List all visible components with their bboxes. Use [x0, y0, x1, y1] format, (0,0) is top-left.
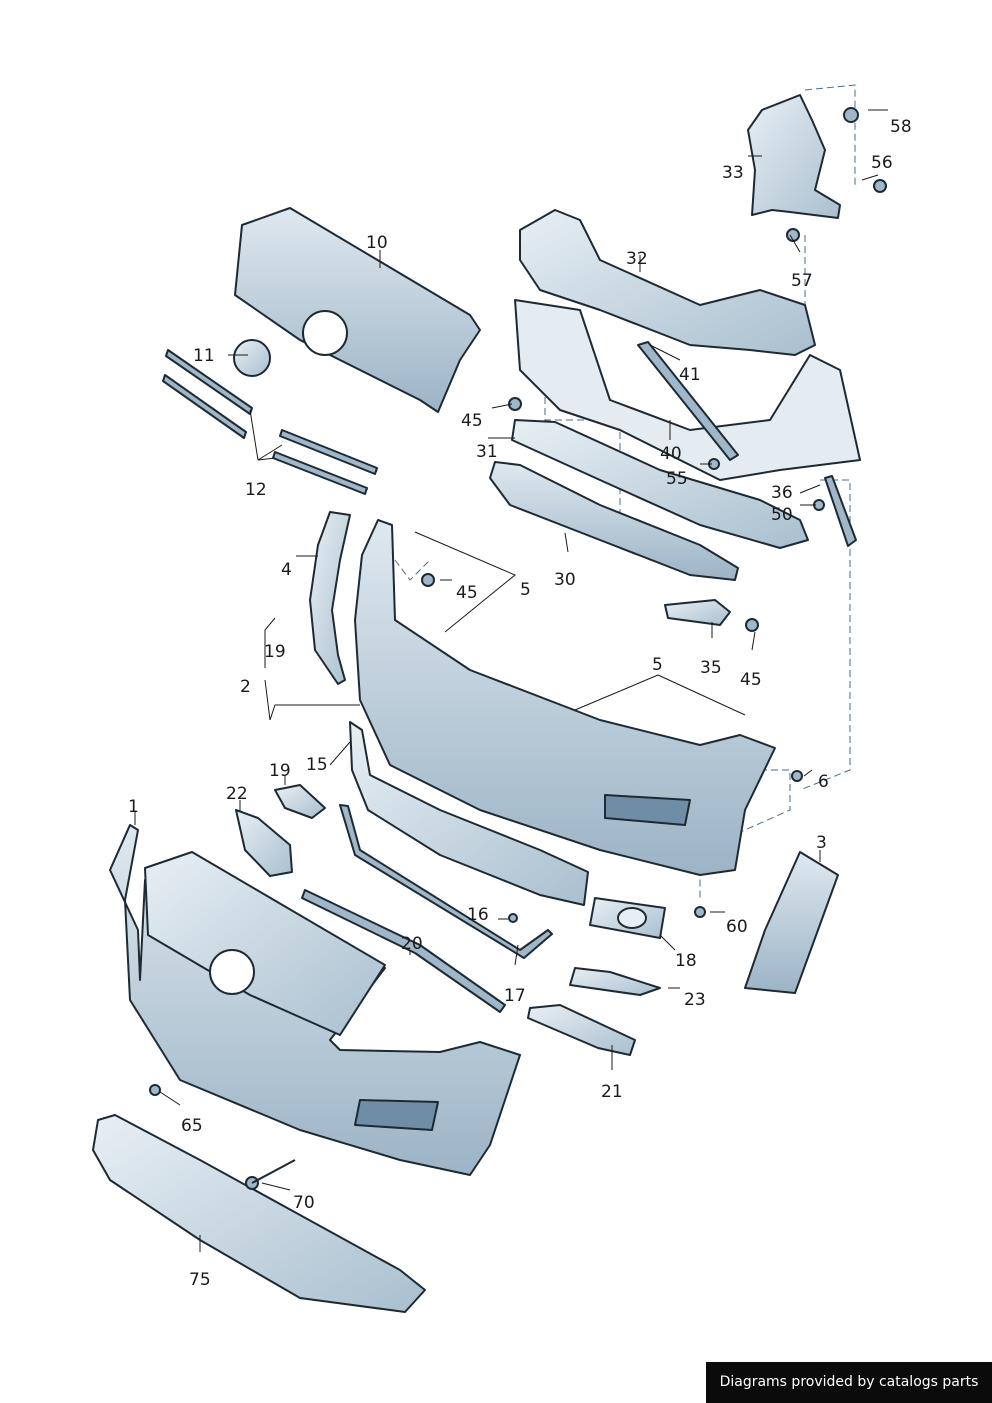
callout-15: 15 — [306, 755, 328, 775]
callout-20: 20 — [401, 934, 423, 954]
callout-18: 18 — [675, 951, 697, 971]
part-15-trim — [349, 721, 589, 906]
part-17-trim-strip — [339, 804, 553, 959]
callout-19a: 19 — [264, 642, 286, 662]
callout-5a: 5 — [520, 580, 531, 600]
part-1-emblem-ring — [209, 949, 255, 995]
part-35-bracket — [664, 599, 731, 626]
part-32-carrier — [519, 209, 816, 356]
callout-1: 1 — [128, 797, 139, 817]
callout-19b: 19 — [269, 761, 291, 781]
part-11-emblem — [233, 339, 271, 377]
callout-35: 35 — [700, 658, 722, 678]
part-31-beam — [511, 419, 809, 549]
part-12-molding — [162, 349, 378, 495]
callout-4: 4 — [281, 560, 292, 580]
callout-57: 57 — [791, 271, 813, 291]
callout-11: 11 — [193, 346, 215, 366]
callout-50: 50 — [771, 505, 793, 525]
part-36-rod — [824, 475, 857, 547]
part-33-bracket — [747, 94, 841, 219]
part-4-bracket — [309, 511, 351, 685]
callout-21: 21 — [601, 1082, 623, 1102]
part-3-side-panel — [744, 851, 839, 994]
callout-45b: 45 — [456, 583, 478, 603]
callout-55: 55 — [666, 469, 688, 489]
part-1-grille — [144, 851, 386, 1036]
part-21-bracket — [527, 1004, 636, 1056]
part-19-cap — [274, 784, 326, 819]
callout-23: 23 — [684, 990, 706, 1010]
part-40-strut — [637, 341, 739, 461]
callout-70: 70 — [293, 1193, 315, 1213]
callout-10: 10 — [366, 233, 388, 253]
callout-36: 36 — [771, 483, 793, 503]
callout-41: 41 — [679, 365, 701, 385]
callout-22: 22 — [226, 784, 248, 804]
part-30-absorber — [489, 461, 739, 581]
callout-3: 3 — [816, 833, 827, 853]
callout-16: 16 — [467, 905, 489, 925]
callout-2: 2 — [240, 677, 251, 697]
callout-45a: 45 — [461, 411, 483, 431]
callout-31: 31 — [476, 442, 498, 462]
callout-30: 30 — [554, 570, 576, 590]
part-20-trim-strip — [301, 889, 506, 1013]
part-2-bumper-cover — [354, 519, 776, 876]
part-70-bolt — [251, 1159, 296, 1184]
callout-60: 60 — [726, 917, 748, 937]
part-body-panel — [514, 299, 861, 481]
fasteners — [149, 107, 887, 1190]
callout-56: 56 — [871, 153, 893, 173]
part-10-grille — [234, 207, 481, 413]
part-18-lens — [617, 907, 647, 929]
callout-45c: 45 — [740, 670, 762, 690]
callout-65: 65 — [181, 1116, 203, 1136]
callout-40: 40 — [660, 444, 682, 464]
part-23-bracket — [569, 967, 661, 996]
part-2-fog-opening — [604, 794, 691, 826]
callout-58: 58 — [890, 117, 912, 137]
callout-6: 6 — [818, 772, 829, 792]
part-22-bracket — [235, 809, 293, 877]
callout-75: 75 — [189, 1270, 211, 1290]
callout-17: 17 — [504, 986, 526, 1006]
part-1-fog-opening — [354, 1099, 439, 1131]
attribution-footer: Diagrams provided by catalogs parts — [706, 1362, 992, 1403]
part-75-skid-plate — [92, 1114, 426, 1313]
callout-12: 12 — [245, 480, 267, 500]
part-10-emblem-ring — [302, 310, 348, 356]
callout-5b: 5 — [652, 655, 663, 675]
callout-labels: 1 2 3 4 5 5 6 10 11 12 15 16 17 18 19 19… — [128, 117, 912, 1290]
callout-33: 33 — [722, 163, 744, 183]
callout-32: 32 — [626, 249, 648, 269]
